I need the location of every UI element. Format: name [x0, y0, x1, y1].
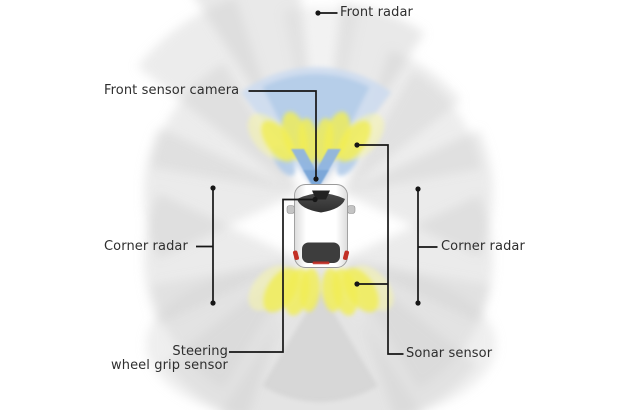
- car-taillight-right: [343, 250, 350, 261]
- callout-dot: [354, 142, 360, 148]
- sonar-sensor-label: Sonar sensor: [406, 346, 493, 361]
- front-radar-callout: [315, 10, 338, 16]
- steering-wheel-grip-sensor-label: Steering wheel grip sensor: [111, 345, 228, 373]
- callout-dot: [315, 10, 321, 16]
- rear-sonar-zone: [248, 265, 394, 316]
- sonar-lobe: [260, 120, 296, 162]
- front-sensor-camera-label: Front sensor camera: [104, 83, 240, 98]
- callout-dot: [354, 281, 360, 287]
- sonar-lobe: [321, 268, 343, 312]
- car-brake-light: [312, 261, 330, 265]
- steering-label-line1: Steering: [172, 344, 228, 359]
- sonar-lobe: [299, 268, 321, 312]
- callout-dot: [210, 300, 216, 306]
- corner-radar-right-bracket: [415, 186, 438, 306]
- front-radar-label: Front radar: [340, 5, 413, 20]
- car-mirror-left: [286, 205, 295, 214]
- corner-radar-left-bracket: [196, 185, 216, 306]
- car-windshield: [297, 193, 345, 213]
- corner-radar-right-label: Corner radar: [441, 239, 525, 254]
- callout-dot: [312, 196, 318, 203]
- car: [286, 184, 356, 268]
- steering-wheel-grip-sensor-callout: [229, 196, 318, 353]
- radar-fan: [262, 290, 378, 403]
- rear-radar-inner-fan: [262, 290, 378, 403]
- car-mirror-right: [347, 205, 356, 214]
- steering-label-line2: wheel grip sensor: [111, 358, 228, 373]
- callout-dot: [210, 185, 216, 191]
- callout-dot: [415, 300, 421, 306]
- sonar-sensor-callout: [354, 142, 404, 355]
- callout-dot: [313, 176, 319, 182]
- front-sensor-camera-callout: [248, 90, 319, 182]
- sonar-lobe: [336, 120, 372, 162]
- callout-dot: [415, 186, 421, 192]
- car-camera-mount: [312, 190, 330, 200]
- camera-chevron-outer: [291, 149, 341, 192]
- corner-radar-left-label: Corner radar: [104, 239, 188, 254]
- car-rear-window: [302, 242, 340, 263]
- car-taillight-left: [292, 250, 299, 261]
- callout-lines: [196, 10, 438, 355]
